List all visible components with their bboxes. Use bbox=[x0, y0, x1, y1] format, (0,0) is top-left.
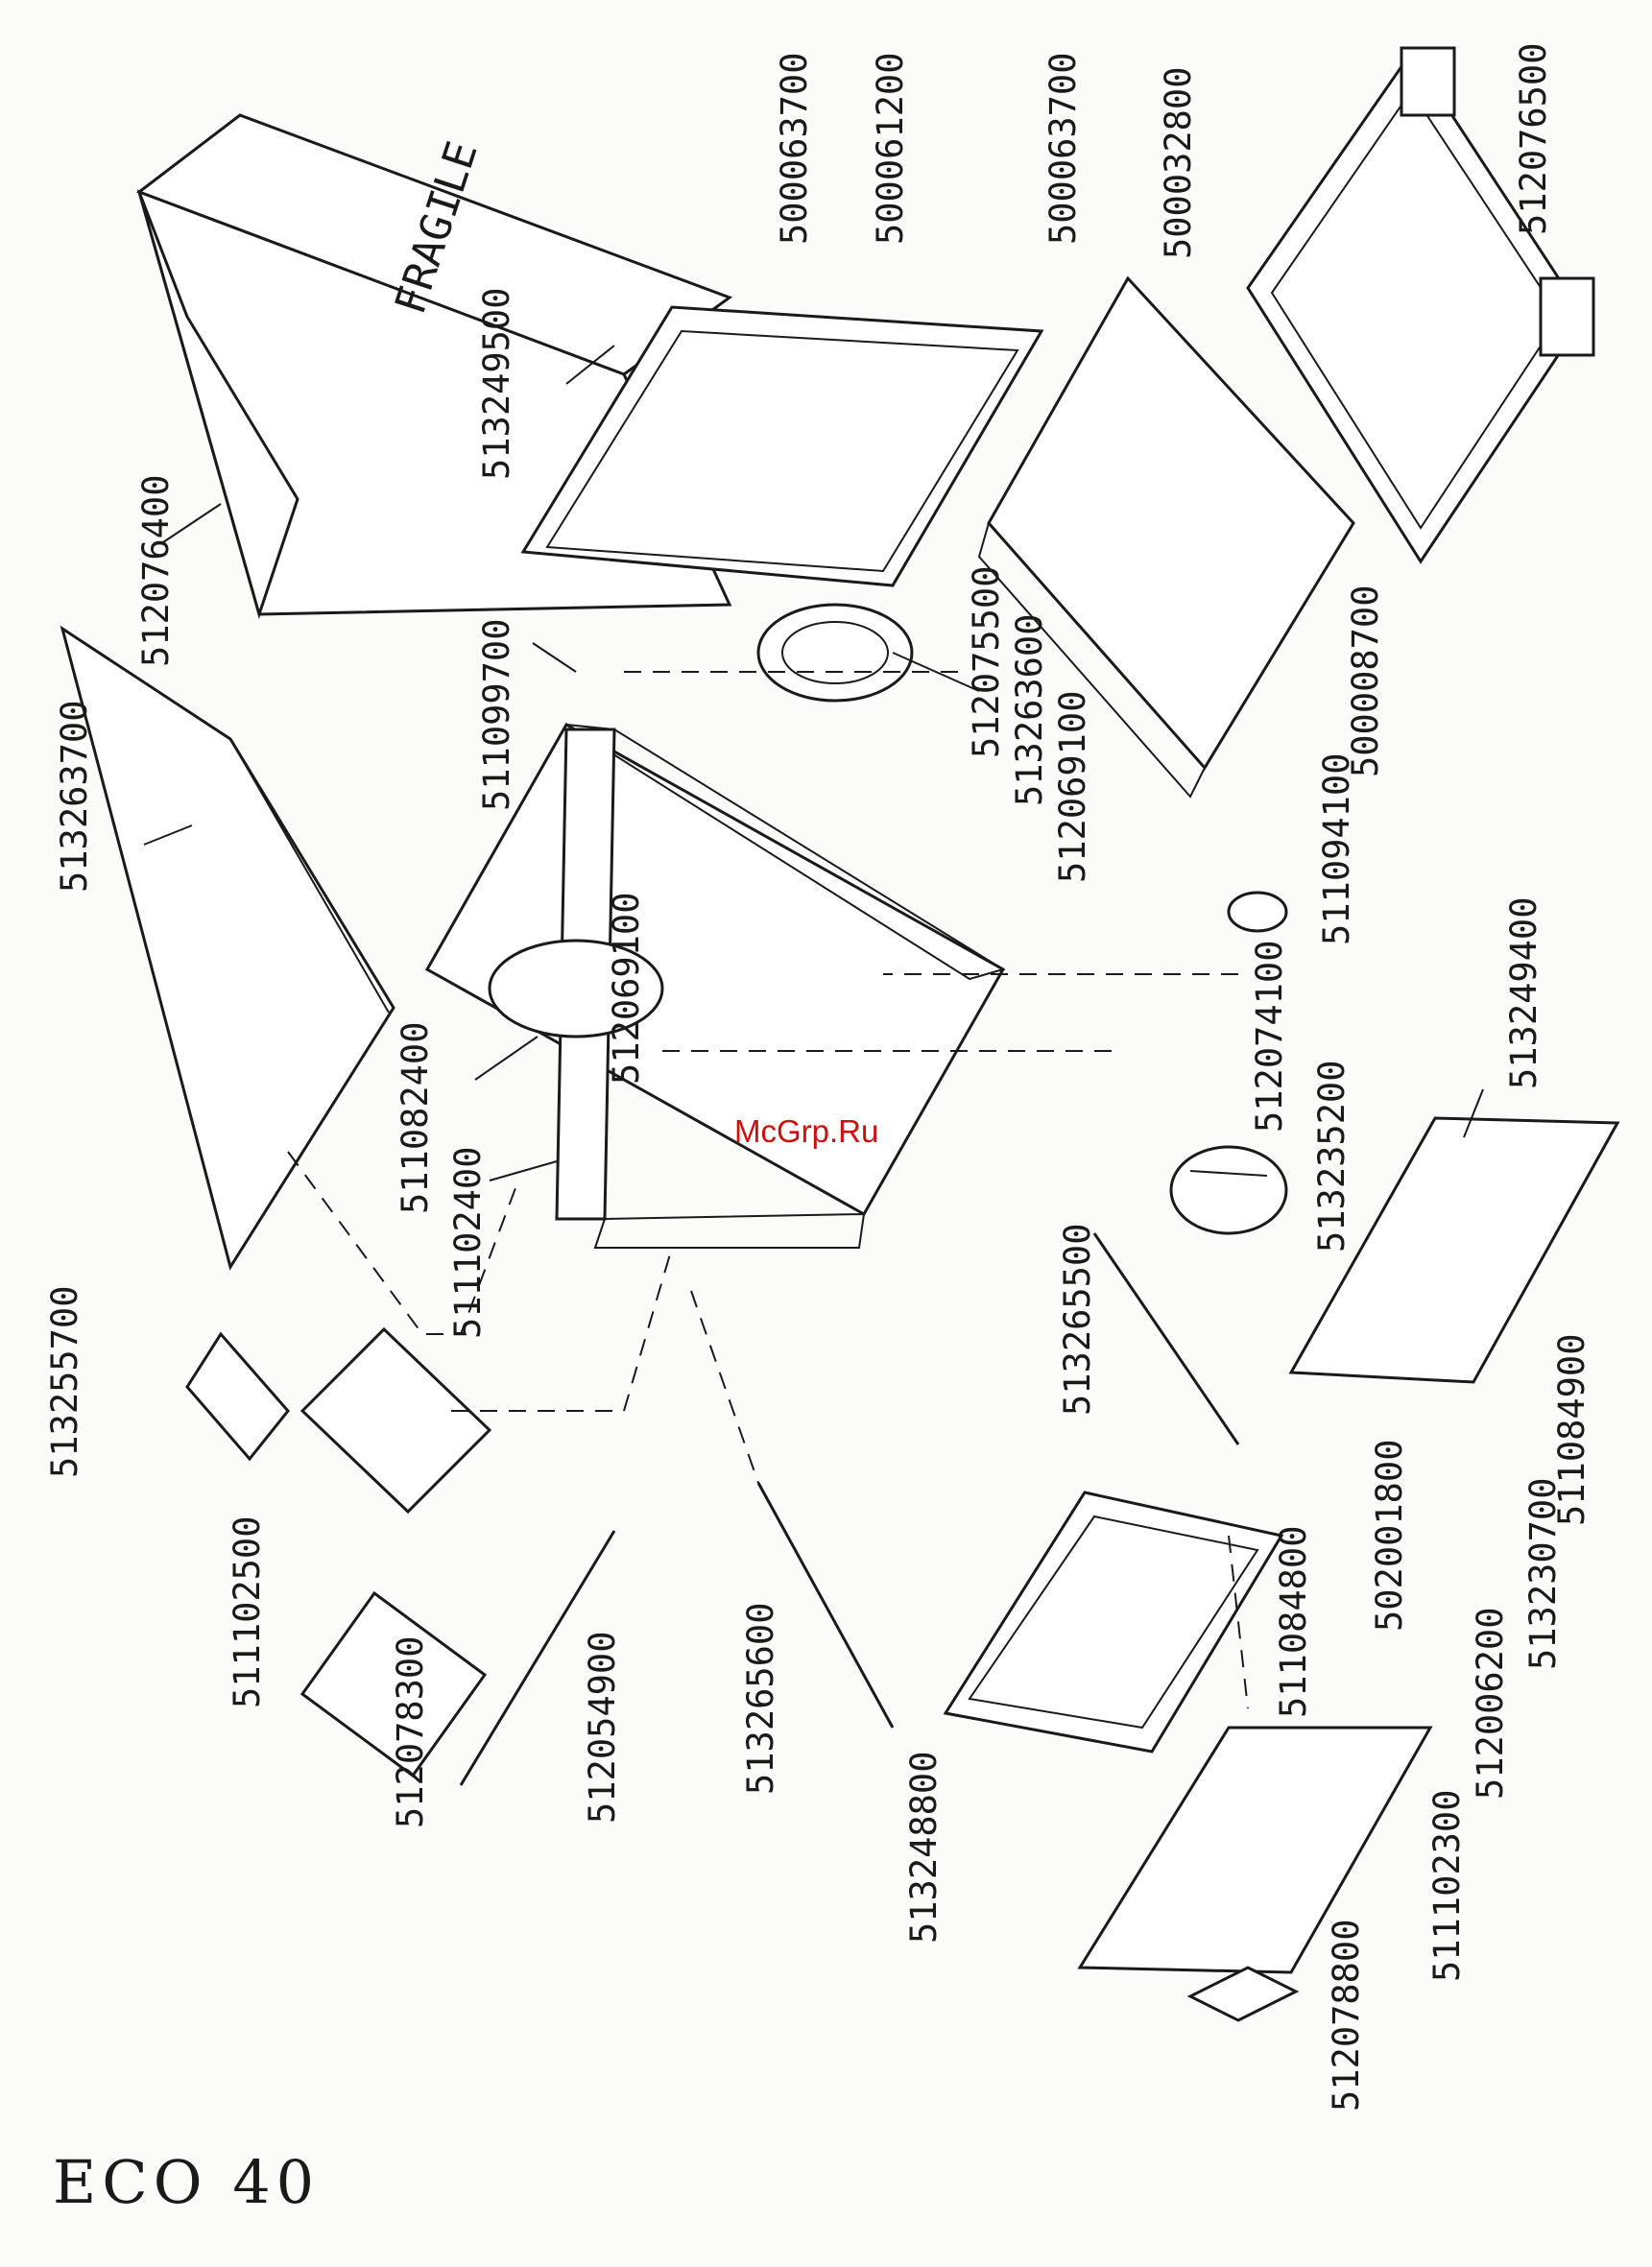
label-513263600: 513263600 bbox=[1009, 614, 1050, 806]
label-512076500: 512076500 bbox=[1513, 43, 1554, 235]
base-pallet bbox=[1246, 46, 1595, 564]
front-door bbox=[1077, 1726, 1433, 2022]
side-panel-right bbox=[1288, 1116, 1620, 1384]
label-512078300: 512078300 bbox=[390, 1636, 431, 1828]
label-500032800: 500032800 bbox=[1158, 67, 1199, 259]
label-512074100: 512074100 bbox=[1249, 941, 1290, 1133]
rail-left bbox=[756, 1482, 895, 1729]
bottom-tray bbox=[977, 275, 1355, 799]
label-512078800: 512078800 bbox=[1326, 1920, 1367, 2112]
label-513265600: 513265600 bbox=[740, 1603, 781, 1795]
label-512069100-a: 512069100 bbox=[1052, 691, 1093, 883]
label-513230700: 513230700 bbox=[1522, 1478, 1564, 1670]
label-502001800: 502001800 bbox=[1369, 1440, 1410, 1632]
label-500061200: 500061200 bbox=[870, 53, 911, 245]
label-512076400: 512076400 bbox=[135, 475, 177, 667]
strip-left bbox=[459, 1530, 616, 1786]
label-513249400: 513249400 bbox=[1503, 897, 1544, 1089]
label-513255700: 513255700 bbox=[44, 1286, 85, 1478]
label-512069100-b: 512069100 bbox=[606, 893, 647, 1085]
impeller-disc bbox=[488, 939, 664, 1038]
model-title: ECO 40 bbox=[53, 2147, 320, 2217]
label-512006200: 512006200 bbox=[1470, 1608, 1511, 1800]
label-511102500: 511102500 bbox=[227, 1516, 268, 1708]
label-500063700-b: 500063700 bbox=[1042, 53, 1084, 245]
front-door-frame bbox=[943, 1491, 1284, 1754]
control-frame bbox=[185, 1326, 492, 1778]
label-511094100: 511094100 bbox=[1316, 753, 1357, 945]
top-plate bbox=[60, 625, 395, 1271]
label-512075500: 512075500 bbox=[966, 566, 1007, 758]
label-512054900: 512054900 bbox=[582, 1632, 623, 1824]
fan-rotor bbox=[756, 603, 914, 703]
motor-ring bbox=[1227, 891, 1288, 933]
label-511102300: 511102300 bbox=[1426, 1790, 1468, 1982]
label-513249500: 513249500 bbox=[476, 288, 517, 480]
main-body-frame bbox=[424, 722, 1006, 1249]
label-513235200: 513235200 bbox=[1311, 1061, 1353, 1253]
rail-right bbox=[1092, 1232, 1240, 1445]
part-labels: 500063700 500061200 500063700 500032800 … bbox=[44, 43, 1592, 2112]
label-500008700: 500008700 bbox=[1345, 585, 1386, 777]
label-511084800: 511084800 bbox=[1273, 1526, 1314, 1718]
label-511099700: 511099700 bbox=[476, 619, 517, 811]
rear-frame-panel bbox=[520, 305, 1044, 587]
label-511084900: 511084900 bbox=[1551, 1334, 1592, 1526]
label-513248800: 513248800 bbox=[903, 1752, 945, 1944]
label-513263700: 513263700 bbox=[54, 701, 95, 893]
watermark: McGrp.Ru bbox=[734, 1113, 878, 1149]
label-500063700-a: 500063700 bbox=[774, 53, 815, 245]
pump-housing bbox=[1169, 1145, 1288, 1235]
label-513265500: 513265500 bbox=[1057, 1224, 1098, 1416]
label-511102400: 511102400 bbox=[447, 1147, 489, 1339]
label-511082400: 511082400 bbox=[395, 1022, 436, 1214]
